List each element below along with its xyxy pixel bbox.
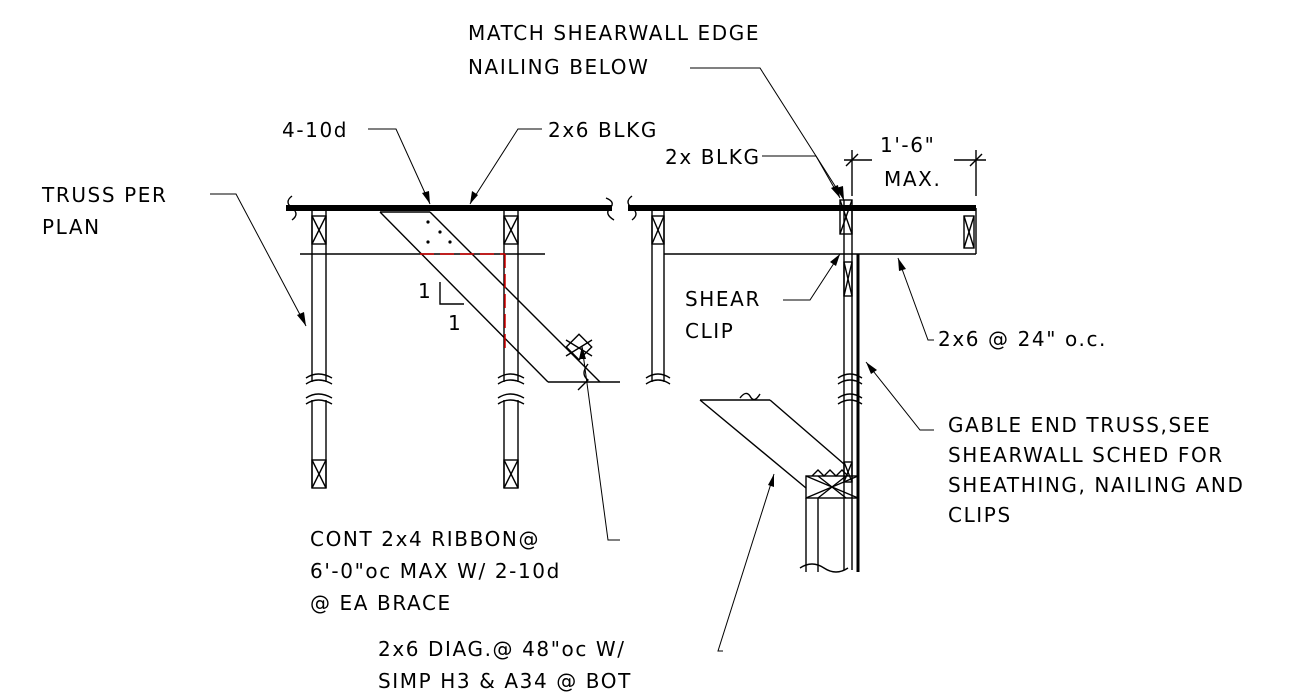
gable-end-truss xyxy=(837,200,863,572)
label-shear-clip-line2: CLIP xyxy=(685,319,734,343)
right-assembly xyxy=(627,195,977,573)
label-match-shearwall-line1: MATCH SHEARWALL EDGE xyxy=(468,21,760,45)
truss-member-3 xyxy=(645,210,671,385)
label-gable-line4: CLIPS xyxy=(948,503,1012,527)
outlooker-end-block xyxy=(963,215,975,249)
blocking-2x xyxy=(839,199,853,235)
right-break-mark-start xyxy=(627,195,637,221)
label-diagonal-line1: 2x6 DIAG.@ 48"oc W/ xyxy=(378,637,626,661)
left-break-mark-end xyxy=(605,197,615,221)
left-assembly xyxy=(286,195,620,489)
label-ribbon-line2: 6'-0"oc MAX W/ 2-10d xyxy=(310,559,561,583)
label-gable-line1: GABLE END TRUSS,SEE xyxy=(948,413,1211,437)
left-break-mark-start xyxy=(287,195,297,221)
label-2x6-blkg: 2x6 BLKG xyxy=(548,118,658,142)
truss-member-1 xyxy=(305,210,333,489)
label-ribbon-line1: CONT 2x4 RIBBON@ xyxy=(310,527,540,551)
label-4-10d: 4-10d xyxy=(282,118,348,142)
slope-indicator xyxy=(439,282,464,305)
label-ribbon-line3: @ EA BRACE xyxy=(310,591,452,615)
dimension-1-6-max xyxy=(844,150,986,196)
label-2x-blkg: 2x BLKG xyxy=(665,145,761,169)
label-gable-line2: SHEARWALL SCHED FOR xyxy=(948,443,1224,467)
label-slope-rise: 1 xyxy=(418,279,432,303)
diagonal-2x6-lower xyxy=(699,392,845,489)
label-slope-run: 1 xyxy=(448,311,462,335)
label-2x6-spacing: 2x6 @ 24" o.c. xyxy=(938,327,1107,351)
lower-wall xyxy=(799,469,859,573)
label-dimension-max: MAX. xyxy=(884,167,941,191)
leader-lines xyxy=(210,67,934,652)
nail-pattern xyxy=(426,220,452,244)
label-dimension-value: 1'-6" xyxy=(880,133,935,157)
label-truss-line1: TRUSS PER xyxy=(41,183,168,207)
label-shear-clip-line1: SHEAR xyxy=(685,287,761,311)
annotation-text: MATCH SHEARWALL EDGE NAILING BELOW 4-10d… xyxy=(41,21,1244,693)
diagonal-blocking-2x6 xyxy=(379,211,620,391)
label-truss-line2: PLAN xyxy=(42,215,101,239)
label-diagonal-line2: SIMP H3 & A34 @ BOT xyxy=(378,669,632,693)
label-match-shearwall-line2: NAILING BELOW xyxy=(468,55,650,79)
label-gable-line3: SHEATHING, NAILING AND xyxy=(948,473,1244,497)
truss-member-2 xyxy=(497,210,525,489)
